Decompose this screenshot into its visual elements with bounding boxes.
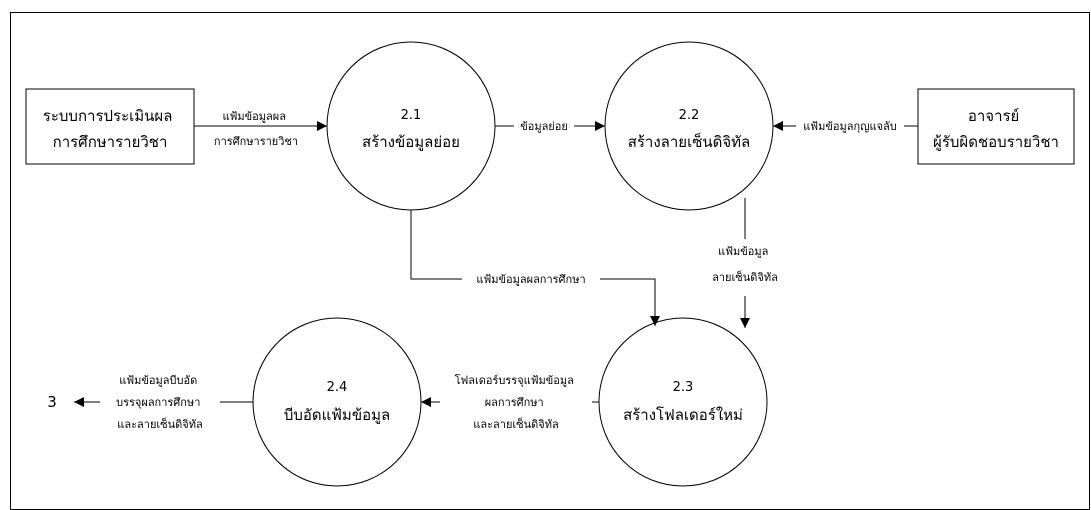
process-2-4-circle xyxy=(252,317,422,487)
flow-2-3-to-2-4-label: โฟลเดอร์บรรจุแฟ้มข้อมูล ผลการศึกษา และลา… xyxy=(455,373,578,431)
process-2-3-circle xyxy=(598,317,768,487)
flow-instructor-to-2-2-label: แฟ้มข้อมูลกุญแจลับ xyxy=(803,120,897,133)
entity-instructor: อาจารย์ ผู้รับผิดชอบรายวิชา xyxy=(917,88,1075,165)
flow-instructor-to-2-2-label-bg xyxy=(796,117,904,133)
flow-2-4-to-output-line3: และลายเซ็นดิจิทัล xyxy=(117,417,202,431)
process-2-2: 2.2 สร้างลายเซ็นดิจิทัล xyxy=(604,41,774,211)
process-2-1-number: 2.1 xyxy=(401,108,422,123)
entity-grading-system-line2: การศึกษารายวิชา xyxy=(53,133,168,151)
flow-2-1-to-2-2: ข้อมูลย่อย xyxy=(495,117,605,133)
process-2-2-label: สร้างลายเซ็นดิจิทัล xyxy=(628,132,751,151)
process-2-4: 2.4 บีบอัดแฟ้มข้อมูล xyxy=(252,317,422,487)
flow-instructor-to-2-2: แฟ้มข้อมูลกุญแจลับ xyxy=(773,117,918,133)
flow-grading-to-2-1: แฟ้มข้อมูลผล การศึกษารายวิชา xyxy=(194,110,327,148)
process-2-1-label: สร้างข้อมูลย่อย xyxy=(362,133,460,151)
entity-grading-system: ระบบการประเมินผล การศึกษารายวิชา xyxy=(25,88,195,165)
process-2-1: 2.1 สร้างข้อมูลย่อย xyxy=(326,41,496,211)
flow-2-2-to-2-3-line2: ลายเซ็นดิจิทัล xyxy=(712,270,778,284)
flow-2-4-to-output-line1: แฟ้มข้อมูลบีบอัด xyxy=(119,374,197,387)
flow-2-2-to-2-3-label: แฟ้มข้อมูล ลายเซ็นดิจิทัล xyxy=(712,245,778,284)
flow-2-3-to-2-4-line1: โฟลเดอร์บรรจุแฟ้มข้อมูล xyxy=(455,373,574,387)
process-2-4-label: บีบอัดแฟ้มข้อมูล xyxy=(284,406,390,424)
connector-3-label: 3 xyxy=(47,393,57,411)
flow-2-2-to-2-3: แฟ้มข้อมูล ลายเซ็นดิจิทัล xyxy=(712,198,778,328)
flow-grading-to-2-1-label: แฟ้มข้อมูลผล การศึกษารายวิชา xyxy=(214,110,298,148)
flow-2-1-to-2-2-label-bg xyxy=(514,117,574,133)
flow-2-3-to-2-4-label-bg xyxy=(440,369,592,435)
process-2-4-number: 2.4 xyxy=(327,380,348,395)
flow-2-3-to-2-4: โฟลเดอร์บรรจุแฟ้มข้อมูล ผลการศึกษา และลา… xyxy=(421,369,599,435)
flow-2-3-to-2-4-line2: ผลการศึกษา xyxy=(485,396,544,409)
flow-grading-to-2-1-line2: การศึกษารายวิชา xyxy=(214,135,298,148)
process-2-3-number: 2.3 xyxy=(673,380,694,395)
flow-2-4-to-output: แฟ้มข้อมูลบีบอัด บรรจุผลการศึกษา และลายเ… xyxy=(74,369,253,435)
flow-2-1-to-2-3-line xyxy=(410,210,660,326)
flow-2-1-to-2-3-label: แฟ้มข้อมูลผลการศึกษา xyxy=(476,273,585,286)
flow-2-4-to-output-line2: บรรจุผลการศึกษา xyxy=(116,396,200,409)
entity-grading-system-line1: ระบบการประเมินผล xyxy=(43,107,173,125)
entity-instructor-line1: อาจารย์ xyxy=(968,107,1020,125)
flow-2-3-to-2-4-line3: และลายเซ็นดิจิทัล xyxy=(473,417,558,431)
process-2-3: 2.3 สร้างโฟลเดอร์ใหม่ xyxy=(598,317,768,487)
process-2-2-number: 2.2 xyxy=(679,108,700,123)
flow-2-4-to-output-label: แฟ้มข้อมูลบีบอัด บรรจุผลการศึกษา และลายเ… xyxy=(116,374,204,431)
flow-2-2-to-2-3-line1: แฟ้มข้อมูล xyxy=(718,245,768,258)
flow-2-1-to-2-3-label-bg xyxy=(462,270,600,286)
entity-instructor-label: อาจารย์ ผู้รับผิดชอบรายวิชา xyxy=(933,107,1059,151)
flow-2-1-to-2-2-label: ข้อมูลย่อย xyxy=(520,120,568,133)
process-2-1-circle xyxy=(326,41,496,211)
process-2-3-label: สร้างโฟลเดอร์ใหม่ xyxy=(623,406,743,424)
flow-grading-to-2-1-line1: แฟ้มข้อมูลผล xyxy=(223,110,286,123)
entity-instructor-line2: ผู้รับผิดชอบรายวิชา xyxy=(933,133,1059,151)
flow-2-4-to-output-label-bg xyxy=(100,369,220,435)
flow-2-1-to-2-3: แฟ้มข้อมูลผลการศึกษา xyxy=(410,210,660,326)
process-2-2-circle xyxy=(604,41,774,211)
entity-grading-system-label: ระบบการประเมินผล การศึกษารายวิชา xyxy=(43,107,177,151)
entity-grading-system-box xyxy=(25,88,195,165)
entity-instructor-box xyxy=(917,88,1075,165)
